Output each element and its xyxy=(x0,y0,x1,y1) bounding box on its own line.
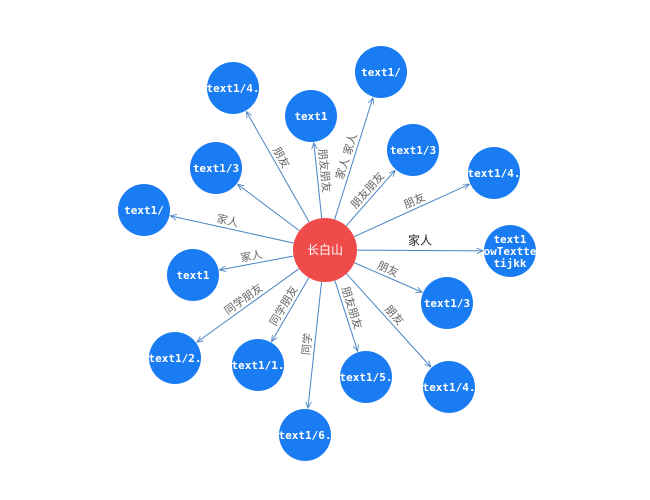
edge-label-n13: 同学 xyxy=(299,332,315,355)
node-circle-n2[interactable] xyxy=(285,90,337,142)
edge-n9 xyxy=(220,255,294,270)
node-circle-n11[interactable] xyxy=(149,332,201,384)
edge-label-n3: 家人 家人 xyxy=(332,131,360,181)
node-circle-n6[interactable] xyxy=(468,147,520,199)
node-circle-n1[interactable] xyxy=(207,62,259,114)
node-circle-n13[interactable] xyxy=(279,409,331,461)
node-circle-n8[interactable] xyxy=(484,225,536,277)
edge-label-n1: 朋友 xyxy=(270,144,293,170)
edge-n7 xyxy=(170,216,294,244)
edge-n3 xyxy=(334,98,373,220)
node-circle-n14[interactable] xyxy=(340,351,392,403)
node-n10[interactable]: text1/3 xyxy=(421,277,473,329)
node-label-n14: text1/5. xyxy=(340,371,393,384)
edge-n5 xyxy=(238,184,300,232)
edge-n6 xyxy=(353,183,469,238)
edge-n4 xyxy=(345,170,395,227)
edges-layer xyxy=(170,98,483,408)
node-n12[interactable]: text1/1. xyxy=(232,339,285,391)
edge-label-n9: 家人 xyxy=(239,247,263,265)
edge-n8 xyxy=(356,250,483,251)
node-label-n6: text1/4. xyxy=(468,167,521,180)
node-label-n7: text1/ xyxy=(124,204,164,217)
edge-label-n4: 朋友朋友 xyxy=(347,169,387,211)
node-circle-n7[interactable] xyxy=(118,184,170,236)
node-label-n2: text1 xyxy=(294,110,327,123)
node-n4[interactable]: text1/3 xyxy=(387,124,439,176)
edge-n1 xyxy=(246,111,310,223)
node-n3[interactable]: text1/ xyxy=(355,46,407,98)
node-label-n9: text1 xyxy=(176,269,209,282)
edge-label-n6: 朋友 xyxy=(401,190,427,212)
edge-n2 xyxy=(314,143,323,219)
edge-label-n2: 朋友朋友 xyxy=(316,148,334,193)
node-circle-n3[interactable] xyxy=(355,46,407,98)
node-label-n1: text1/4. xyxy=(207,82,260,95)
edge-n14 xyxy=(334,280,358,351)
node-n7[interactable]: text1/ xyxy=(118,184,170,236)
node-circle-n10[interactable] xyxy=(421,277,473,329)
edge-label-n8: 家人 xyxy=(408,233,432,248)
edge-label-n7: 家人 xyxy=(215,211,240,229)
node-n14[interactable]: text1/5. xyxy=(340,351,393,403)
node-label-n5: text1/3 xyxy=(193,162,239,175)
edge-n10 xyxy=(354,262,422,292)
node-circle-n9[interactable] xyxy=(167,249,219,301)
node-label-n15: text1/4. xyxy=(423,381,476,394)
edge-label-n10: 朋友 xyxy=(375,258,401,280)
node-label-n10: text1/3 xyxy=(424,297,470,310)
edge-n11 xyxy=(197,268,300,343)
node-n13[interactable]: text1/6. xyxy=(279,409,332,461)
node-n2[interactable]: text1 xyxy=(285,90,337,142)
edge-n15 xyxy=(346,273,430,367)
node-circle-n12[interactable] xyxy=(232,339,284,391)
node-circle-n15[interactable] xyxy=(423,361,475,413)
center-node-label: 长白山 xyxy=(307,242,343,257)
edge-label-n11: 同学朋友 xyxy=(221,280,265,317)
node-n6[interactable]: text1/4. xyxy=(468,147,521,199)
node-label-n12: text1/1. xyxy=(232,359,285,372)
edge-label-n14: 朋友朋友 xyxy=(339,285,366,331)
node-n5[interactable]: text1/3 xyxy=(190,142,242,194)
node-n1[interactable]: text1/4. xyxy=(207,62,260,114)
node-label-n3: text1/ xyxy=(361,66,401,79)
node-label-n4: text1/3 xyxy=(390,144,436,157)
node-n15[interactable]: text1/4. xyxy=(423,361,476,413)
node-n9[interactable]: text1 xyxy=(167,249,219,301)
center-node-circle[interactable] xyxy=(293,218,357,282)
edge-n13 xyxy=(308,281,323,408)
node-circle-n5[interactable] xyxy=(190,142,242,194)
center-node[interactable]: 长白山 xyxy=(293,218,357,282)
edge-n12 xyxy=(272,277,310,342)
node-label-n11: text1/2. xyxy=(149,352,202,365)
nodes-layer: text1/4. text1 text1/text1/3 text1/3 text1/4… xyxy=(118,46,537,461)
node-n11[interactable]: text1/2. xyxy=(149,332,202,384)
node-circle-n4[interactable] xyxy=(387,124,439,176)
node-label-n13: text1/6. xyxy=(279,429,332,442)
edge-label-n15: 朋友 xyxy=(382,302,407,328)
